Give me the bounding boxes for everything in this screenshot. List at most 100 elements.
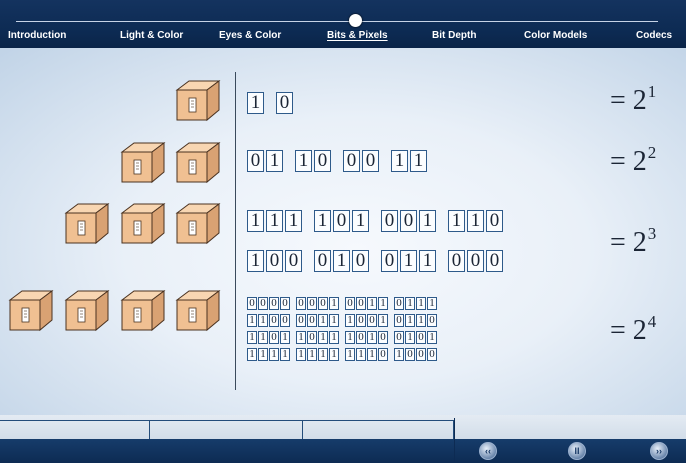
nav-item-color-models[interactable]: Color Models bbox=[524, 30, 587, 41]
bit-cell: 1 bbox=[318, 331, 328, 344]
bit-cell: 1 bbox=[400, 250, 417, 272]
bit-cell: 0 bbox=[486, 210, 503, 232]
bit-cell: 0 bbox=[247, 297, 257, 310]
box-icon bbox=[64, 288, 110, 332]
bit-cell: 0 bbox=[367, 314, 377, 327]
power-of-two-label: = 24 bbox=[610, 312, 656, 347]
back-arrows-icon[interactable]: ‹‹ bbox=[479, 442, 497, 460]
bit-cell: 1 bbox=[467, 210, 484, 232]
bit-cell: 0 bbox=[276, 92, 293, 114]
bit-group: 1000 bbox=[394, 348, 438, 361]
bit-group: 0 bbox=[276, 92, 295, 114]
nav-item-introduction[interactable]: Introduction bbox=[8, 30, 66, 41]
bit-cell: 1 bbox=[247, 210, 264, 232]
power-of-two-label: = 23 bbox=[610, 224, 656, 259]
box-icon bbox=[175, 288, 221, 332]
bit-cell: 0 bbox=[400, 210, 417, 232]
bit-group: 1110 bbox=[345, 348, 389, 361]
bit-cell: 0 bbox=[394, 297, 404, 310]
bottom-tab-1[interactable] bbox=[0, 420, 149, 439]
bit-cell: 0 bbox=[307, 331, 317, 344]
bit-cell: 1 bbox=[345, 348, 355, 361]
nav-item-bit-depth[interactable]: Bit Depth bbox=[432, 30, 476, 41]
pause-icon[interactable]: II bbox=[568, 442, 586, 460]
bit-cell: 1 bbox=[345, 331, 355, 344]
bit-cell: 1 bbox=[367, 348, 377, 361]
power-base: = 2 bbox=[610, 227, 647, 258]
bit-cell: 1 bbox=[318, 314, 328, 327]
box-icon bbox=[175, 201, 221, 245]
bit-cell: 1 bbox=[266, 150, 283, 172]
bit-cell: 0 bbox=[307, 297, 317, 310]
bit-cell: 1 bbox=[419, 250, 436, 272]
bit-cell: 0 bbox=[405, 348, 415, 361]
box-icon bbox=[120, 201, 166, 245]
bit-cell: 0 bbox=[448, 250, 465, 272]
nav-item-eyes-color[interactable]: Eyes & Color bbox=[219, 30, 281, 41]
bit-cell: 1 bbox=[247, 250, 264, 272]
bit-cell: 1 bbox=[318, 348, 328, 361]
bit-cell: 1 bbox=[247, 92, 264, 114]
bottom-tab-3[interactable] bbox=[302, 420, 454, 439]
bit-cell: 1 bbox=[296, 348, 306, 361]
bit-cell: 1 bbox=[448, 210, 465, 232]
forward-arrows-icon[interactable]: ›› bbox=[650, 442, 668, 460]
bit-cell: 0 bbox=[269, 314, 279, 327]
power-base: = 2 bbox=[610, 85, 647, 116]
bit-cell: 1 bbox=[410, 150, 427, 172]
bit-cell: 0 bbox=[394, 331, 404, 344]
bit-cell: 1 bbox=[295, 150, 312, 172]
bit-cell: 1 bbox=[345, 314, 355, 327]
bit-cell: 0 bbox=[314, 250, 331, 272]
power-exponent: 2 bbox=[648, 143, 657, 162]
bit-cell: 0 bbox=[467, 250, 484, 272]
bit-cell: 0 bbox=[343, 150, 360, 172]
bit-cell: 1 bbox=[378, 314, 388, 327]
bit-cell: 0 bbox=[427, 348, 437, 361]
bit-cell: 1 bbox=[416, 314, 426, 327]
bit-cell: 0 bbox=[307, 314, 317, 327]
bit-cell: 0 bbox=[345, 297, 355, 310]
box-icon bbox=[8, 288, 54, 332]
bit-cell: 1 bbox=[391, 150, 408, 172]
bit-cell: 0 bbox=[381, 250, 398, 272]
nav-item-bits-pixels[interactable]: Bits & Pixels bbox=[327, 30, 388, 41]
nav-item-light-color[interactable]: Light & Color bbox=[120, 30, 183, 41]
bottom-tab-2[interactable] bbox=[149, 420, 302, 439]
power-exponent: 1 bbox=[648, 82, 657, 101]
bit-cell: 1 bbox=[247, 331, 257, 344]
vertical-divider bbox=[235, 72, 236, 390]
bit-cell: 0 bbox=[318, 297, 328, 310]
bit-cell: 1 bbox=[333, 250, 350, 272]
bit-cell: 0 bbox=[314, 150, 331, 172]
bit-cell: 0 bbox=[394, 314, 404, 327]
bit-cell: 1 bbox=[405, 314, 415, 327]
box-icon bbox=[64, 201, 110, 245]
top-navigation-bar: Introduction Light & Color Eyes & Color … bbox=[0, 0, 686, 48]
bit-cell: 1 bbox=[258, 314, 268, 327]
bottom-separator bbox=[454, 418, 455, 463]
bit-cell: 0 bbox=[247, 150, 264, 172]
nav-item-codecs[interactable]: Codecs bbox=[636, 30, 672, 41]
power-exponent: 3 bbox=[648, 224, 657, 243]
progress-knob[interactable] bbox=[349, 14, 362, 27]
bit-cell: 0 bbox=[356, 314, 366, 327]
bit-cell: 0 bbox=[296, 297, 306, 310]
bit-cell: 1 bbox=[258, 348, 268, 361]
